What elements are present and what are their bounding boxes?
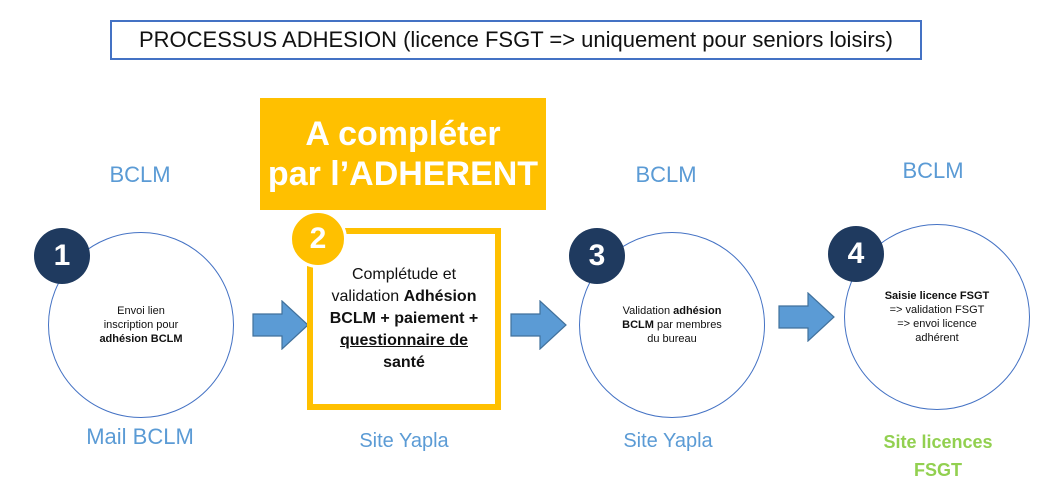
- step-1-text-line: inscription pour: [103, 319, 179, 331]
- step-2-text-line: validation Adhésion: [319, 286, 489, 308]
- step-1-text-line: adhésion BCLM: [99, 333, 183, 345]
- step-3-text-part: adhésion: [673, 305, 722, 317]
- step-3-actor: BCLM: [635, 162, 697, 187]
- step-2-text-part: Adhésion: [403, 288, 477, 305]
- arrow-right-icon: [510, 300, 567, 350]
- step-4-actor: BCLM: [902, 158, 964, 183]
- step-3-text-line: Validation adhésion: [612, 304, 732, 318]
- step-3-number-badge: 3: [569, 228, 625, 284]
- step-4-text-line: => envoi licence: [897, 318, 977, 330]
- step-4-text: Saisie licence FSGT => validation FSGT =…: [877, 289, 997, 345]
- step-2-text-line: Complétude et: [351, 266, 457, 283]
- step-1-text: Envoi lien inscription pour adhésion BCL…: [81, 304, 201, 346]
- step-4-channel-line: Site licences: [883, 432, 993, 452]
- step-2-text-part: validation: [331, 288, 404, 305]
- step-2-text-line: BCLM + paiement +: [329, 310, 479, 327]
- step-2-channel: Site Yapla: [359, 430, 449, 452]
- step-3-channel: Site Yapla: [623, 430, 713, 452]
- step-2-text-line: questionnaire de: [339, 332, 469, 349]
- step-4-text-line: adhérent: [915, 332, 959, 344]
- adherent-banner: A compléter par l’ADHERENT: [260, 98, 546, 210]
- step-3-text-line: du bureau: [647, 333, 697, 345]
- step-3-text-part: BCLM: [622, 319, 654, 331]
- step-3-text-part: Validation: [622, 305, 674, 317]
- step-2-number-badge: 2: [289, 210, 347, 268]
- step-1-number-badge: 1: [34, 228, 90, 284]
- step-3-text-part: par membres: [653, 319, 722, 331]
- step-4-text-line: => validation FSGT: [889, 304, 985, 316]
- step-3-text-line: BCLM par membres: [612, 318, 732, 332]
- arrow-right-icon: [778, 292, 835, 342]
- step-2-text-line: santé: [383, 354, 425, 371]
- banner-line-2: par l’ADHERENT: [267, 155, 539, 193]
- step-1-text-line: Envoi lien: [117, 305, 165, 317]
- process-title: PROCESSUS ADHESION (licence FSGT => uniq…: [110, 20, 922, 60]
- arrow-right-icon: [252, 300, 309, 350]
- step-1-actor: BCLM: [109, 162, 171, 187]
- step-1-channel: Mail BCLM: [86, 424, 194, 449]
- step-4-number-badge: 4: [828, 226, 884, 282]
- step-4-channel-line: FSGT: [914, 460, 962, 480]
- step-3-text: Validation adhésion BCLM par membres du …: [612, 304, 732, 346]
- step-4-channel: Site licences FSGT: [868, 428, 1008, 484]
- banner-line-1: A compléter: [305, 115, 501, 153]
- step-2-text: Complétude et validation Adhésion BCLM +…: [319, 264, 489, 374]
- step-2-box: Complétude et validation Adhésion BCLM +…: [307, 228, 501, 410]
- step-4-text-line: Saisie licence FSGT: [884, 290, 990, 302]
